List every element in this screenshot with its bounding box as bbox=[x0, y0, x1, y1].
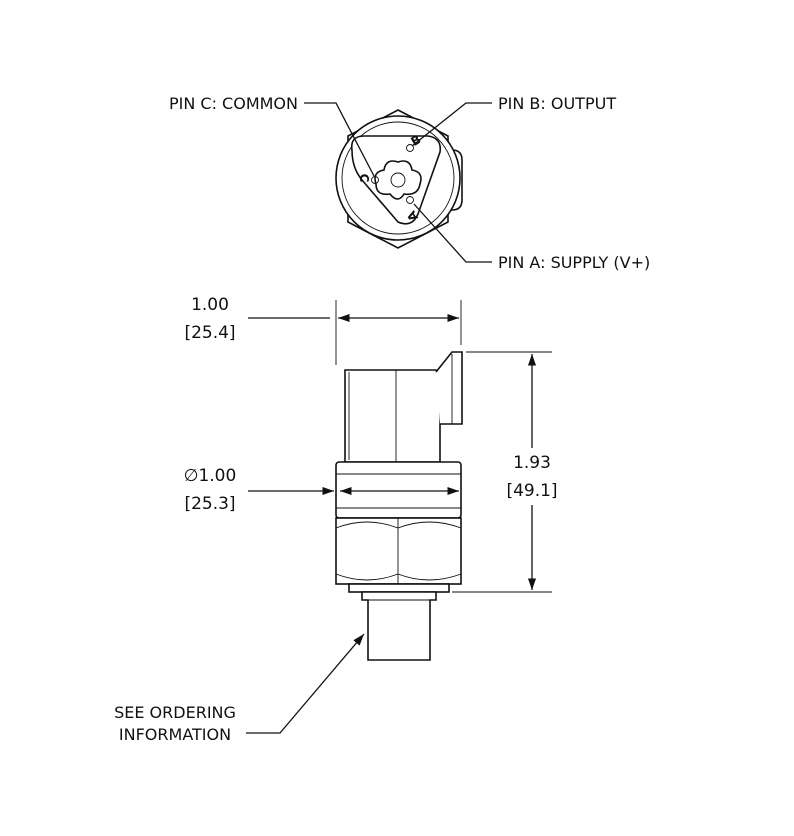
ordering-label-line1: SEE ORDERING bbox=[114, 703, 236, 722]
ordering-leader bbox=[246, 633, 365, 734]
sensor-side-view bbox=[335, 351, 463, 661]
diameter-dimension-in: ∅1.00 bbox=[184, 466, 237, 486]
pin-c-leader bbox=[304, 102, 375, 177]
height-dimension-mm: [49.1] bbox=[506, 481, 557, 501]
ordering-label-line2: INFORMATION bbox=[119, 725, 231, 744]
pin-b-leader bbox=[411, 102, 492, 147]
diameter-dimension-mm: [25.3] bbox=[184, 494, 235, 514]
pin-c-letter: C bbox=[357, 174, 371, 183]
pin-a-label: PIN A: SUPPLY (V+) bbox=[498, 253, 650, 272]
width-dimension-mm: [25.4] bbox=[184, 323, 235, 343]
width-dimension-in: 1.00 bbox=[191, 295, 229, 315]
pin-c-label: PIN C: COMMON bbox=[169, 94, 298, 113]
height-dimension-in: 1.93 bbox=[513, 453, 551, 473]
connector-top-view: C B A bbox=[335, 109, 463, 249]
pin-a-leader bbox=[413, 203, 492, 263]
pin-b-label: PIN B: OUTPUT bbox=[498, 94, 616, 113]
